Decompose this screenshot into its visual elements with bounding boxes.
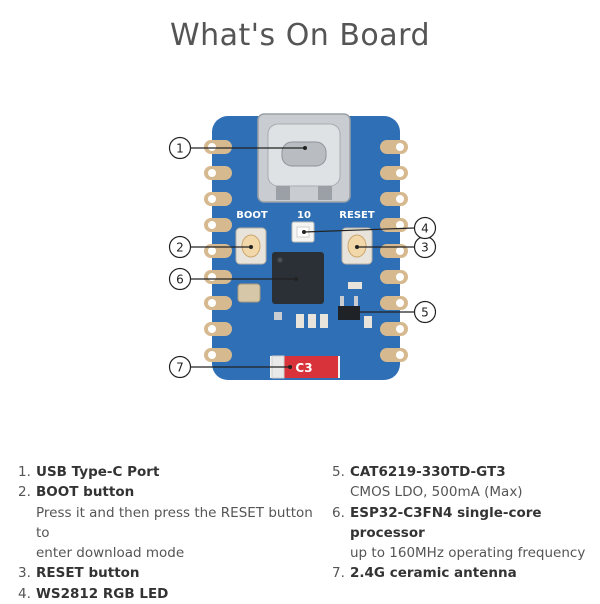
legend-item-description: CMOS LDO, 500mA (Max) — [350, 484, 523, 501]
callout-circle-1 — [168, 136, 192, 160]
legend-item-number: 2. — [18, 484, 31, 501]
page-title: What's On Board — [169, 18, 431, 53]
edge-pad-hole — [208, 299, 216, 307]
callout-dot-7 — [288, 365, 292, 369]
legend-item-number: 3. — [18, 565, 31, 582]
callout-number-7: 7 — [176, 361, 184, 375]
edge-pad-hole — [396, 325, 404, 333]
callout-number-3: 3 — [421, 241, 429, 255]
legend-item-label: CAT6219-330TD-GT3 — [350, 464, 506, 480]
legend-item-number: 7. — [332, 565, 345, 582]
edge-pad-hole — [396, 169, 404, 177]
legend-item: 4. WS2812 RGB LED — [18, 584, 318, 604]
callout-dot-5 — [348, 310, 352, 314]
edge-pad-hole — [208, 247, 216, 255]
legend-item: 7. 2.4G ceramic antenna — [332, 563, 597, 583]
edge-pad-hole — [396, 143, 404, 151]
callout-circle-7 — [168, 355, 192, 379]
edge-pad-hole — [208, 325, 216, 333]
callout-dot-4 — [302, 230, 306, 234]
legend-item: 3. RESET button — [18, 563, 318, 583]
edge-pad-hole — [396, 221, 404, 229]
legend-item-number: 5. — [332, 464, 345, 480]
callout-circle-4 — [413, 216, 437, 240]
legend-item-label: 2.4G ceramic antenna — [350, 565, 517, 582]
edge-pad-hole — [208, 143, 216, 151]
ceramic-antenna: C3 — [270, 355, 340, 379]
legend-item-label: USB Type-C Port — [36, 464, 160, 480]
edge-pad-hole — [208, 273, 216, 281]
legend-item-label: BOOT button — [36, 484, 135, 501]
edge-pad-hole — [208, 221, 216, 229]
callout-dot-1 — [303, 146, 307, 150]
legend-item-number: 4. — [18, 585, 31, 602]
callout-number-4: 4 — [421, 222, 429, 236]
legend-item-number: 6. — [332, 504, 345, 521]
callout-dot-6 — [294, 277, 298, 281]
callout-circle-5 — [413, 300, 437, 324]
callouts: 1 2 3 4 5 6 7 — [168, 136, 437, 379]
edge-pad-hole — [396, 351, 404, 359]
callout-circle-6 — [168, 267, 192, 291]
legend-item-label: ESP32-C3FN4 single-core processor — [350, 504, 542, 541]
silk-reset-label: RESET — [339, 210, 375, 221]
legend-item-description: enter download mode — [36, 545, 185, 562]
callout-line-4 — [303, 227, 415, 233]
legend-item: 6. ESP32-C3FN4 single-core processor up to… — [332, 503, 597, 564]
usb-c-connector — [257, 113, 351, 203]
callout-dot-2 — [249, 245, 253, 249]
board-diagram: BOOT 10 RESET C3 — [168, 113, 437, 380]
callout-number-6: 6 — [176, 273, 184, 287]
edge-pad-hole — [396, 299, 404, 307]
edge-pad-hole — [396, 273, 404, 281]
callout-number-1: 1 — [176, 142, 184, 156]
legend-item-description: up to 160MHz operating frequency — [350, 545, 586, 562]
silk-boot-label: BOOT — [236, 210, 268, 221]
legend-item-label: WS2812 RGB LED — [36, 585, 169, 602]
edge-pad-hole — [396, 195, 404, 203]
callout-number-5: 5 — [421, 306, 429, 320]
edge-pad-hole — [208, 351, 216, 359]
antenna-label: C3 — [295, 361, 312, 375]
legend-item: 1. USB Type-C Port — [18, 462, 318, 482]
silk-io-label: 10 — [297, 210, 311, 221]
crystal — [237, 283, 261, 303]
legend-item-number: 1. — [18, 464, 31, 480]
esp32-chip — [272, 252, 324, 304]
passive-components — [274, 282, 372, 328]
callout-number-2: 2 — [176, 241, 184, 255]
boot-button — [235, 227, 267, 265]
edge-pad-hole — [396, 247, 404, 255]
callout-circle-2 — [168, 235, 192, 259]
edge-pad-hole — [208, 169, 216, 177]
legend-item-label: RESET button — [36, 565, 140, 582]
callout-dot-3 — [355, 245, 359, 249]
legend-item-description: Press it and then press the RESET button… — [36, 504, 313, 541]
edge-pad-hole — [208, 195, 216, 203]
